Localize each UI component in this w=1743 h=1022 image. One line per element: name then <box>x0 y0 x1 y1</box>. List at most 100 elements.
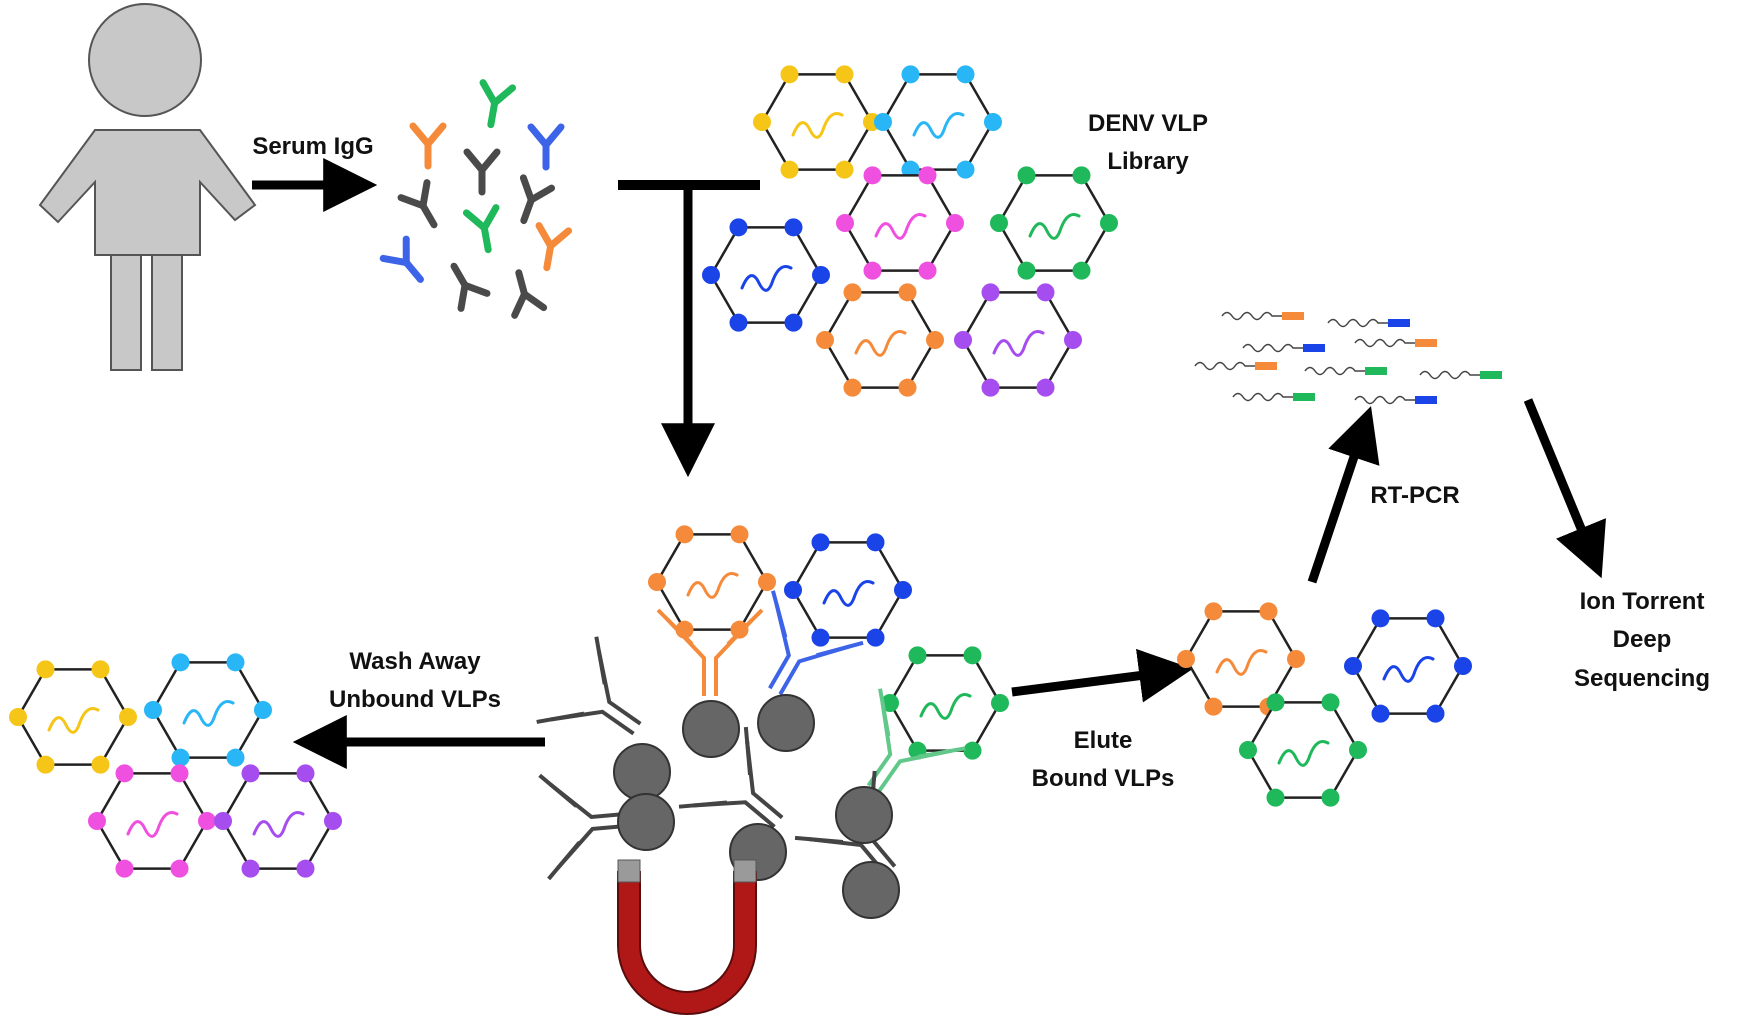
rna-genome <box>47 707 100 734</box>
label-line: Bound VLPs <box>1031 765 1175 793</box>
envelope-protein-dot <box>170 764 189 783</box>
envelope-protein-dot <box>1287 650 1305 668</box>
envelope-protein-dot <box>36 660 55 679</box>
rna-genome <box>1277 740 1330 767</box>
envelope-protein-dot <box>324 812 342 830</box>
envelope-protein-dot <box>675 525 694 544</box>
envelope-protein-dot <box>981 378 1000 397</box>
envelope-protein-dot <box>1344 657 1362 675</box>
label-line: Wash Away <box>349 648 481 675</box>
envelope-protein-dot <box>784 313 803 332</box>
envelope-protein-dot <box>816 331 834 349</box>
rna-genome <box>791 112 844 139</box>
label-line: DENV VLP <box>1087 110 1209 137</box>
vlp-particle <box>881 646 1009 760</box>
envelope-protein-dot <box>702 266 720 284</box>
magnetic-bead <box>613 743 671 801</box>
amplicon-fragment <box>1242 343 1325 353</box>
capture-antibody-orange <box>656 608 764 696</box>
envelope-protein-dot <box>730 525 749 544</box>
barcode-tag <box>1293 393 1315 401</box>
envelope-protein-dot <box>144 701 162 719</box>
envelope-protein-dot <box>1204 697 1223 716</box>
amplicon-fragment <box>1327 318 1410 328</box>
antibody-icon <box>536 636 642 736</box>
vlp-particle <box>1344 609 1472 723</box>
barcode-tag <box>1415 396 1437 404</box>
magnetic-bead <box>842 861 900 919</box>
envelope-protein-dot <box>894 581 912 599</box>
envelope-protein-dot <box>812 266 830 284</box>
envelope-protein-dot <box>963 741 982 760</box>
envelope-protein-dot <box>198 812 216 830</box>
envelope-protein-dot <box>954 331 972 349</box>
envelope-protein-dot <box>866 533 885 552</box>
arrow-rtpcr <box>1307 406 1380 584</box>
envelope-protein-dot <box>874 113 892 131</box>
rna-genome <box>1382 656 1435 683</box>
amplicon-fragment <box>1221 311 1304 321</box>
envelope-protein-dot <box>908 646 927 665</box>
envelope-protein-dot <box>1036 378 1055 397</box>
label-line: Library <box>1107 148 1189 176</box>
envelope-protein-dot <box>780 160 799 179</box>
magnetic-bead <box>682 700 740 758</box>
antibody-icon <box>519 174 556 225</box>
envelope-protein-dot <box>963 646 982 665</box>
vlp-particle <box>88 764 216 878</box>
label-line: Sequencing <box>1573 664 1711 692</box>
envelope-protein-dot <box>836 214 854 232</box>
antibody-icon <box>463 148 501 196</box>
amplicon-fragment <box>1354 338 1437 348</box>
capture-assembly <box>536 590 966 919</box>
envelope-protein-dot <box>1239 741 1257 759</box>
rna-genome <box>686 572 739 599</box>
vlp-particle <box>874 65 1002 179</box>
vlp-particle <box>144 653 272 767</box>
amplicon-fragment <box>1354 395 1437 405</box>
label-line: Elute <box>1073 727 1133 754</box>
envelope-protein-dot <box>843 283 862 302</box>
rna-genome <box>1215 649 1268 676</box>
rna-genome <box>1028 213 1081 240</box>
envelope-protein-dot <box>918 261 937 280</box>
envelope-protein-dot <box>1349 741 1367 759</box>
label-elute: Elute Bound VLPs <box>1008 722 1198 799</box>
envelope-protein-dot <box>1371 609 1390 628</box>
antibody-icon <box>511 269 548 319</box>
envelope-protein-dot <box>254 701 272 719</box>
envelope-protein-dot <box>753 113 771 131</box>
arrows <box>252 158 1606 769</box>
rna-genome <box>182 700 235 727</box>
envelope-protein-dot <box>990 214 1008 232</box>
envelope-protein-dot <box>1072 261 1091 280</box>
arrow-elute <box>1011 648 1193 703</box>
envelope-protein-dot <box>866 628 885 647</box>
label-serum-igg: Serum IgG <box>252 133 374 160</box>
vlp-particle <box>648 525 776 639</box>
envelope-protein-dot <box>1454 657 1472 675</box>
envelope-protein-dot <box>1204 602 1223 621</box>
envelope-protein-dot <box>171 653 190 672</box>
envelope-protein-dot <box>1072 166 1091 185</box>
envelope-protein-dot <box>36 755 55 774</box>
envelope-protein-dot <box>1426 704 1445 723</box>
envelope-protein-dot <box>1371 704 1390 723</box>
envelope-protein-dot <box>784 581 802 599</box>
envelope-protein-dot <box>811 533 830 552</box>
envelope-protein-dot <box>1177 650 1195 668</box>
vlp-particle <box>214 764 342 878</box>
rna-genome <box>992 330 1045 357</box>
envelope-protein-dot <box>1064 331 1082 349</box>
antibody-icon <box>409 122 447 170</box>
rna-genome <box>822 580 875 607</box>
envelope-protein-dot <box>91 755 110 774</box>
envelope-protein-dot <box>1266 693 1285 712</box>
envelope-protein-dot <box>214 812 232 830</box>
rna-genome <box>874 213 927 240</box>
antibody-icon <box>397 179 438 229</box>
antibody-icon <box>527 123 565 171</box>
envelope-protein-dot <box>296 764 315 783</box>
magnetic-bead <box>757 694 815 752</box>
